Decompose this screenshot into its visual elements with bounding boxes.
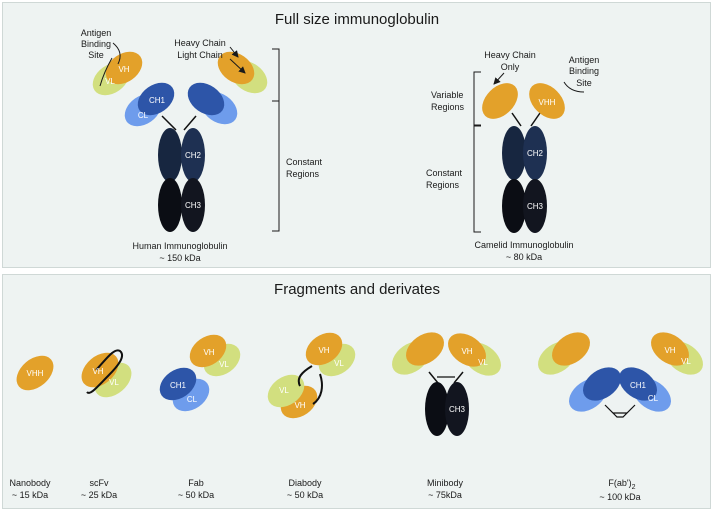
human-name: Human Immunoglobulin [132,241,227,251]
fragment-name: F(ab')2 [608,478,635,491]
fragment-weight: ~ 100 kDa [599,492,640,502]
vh-label: VH [461,347,472,356]
antigen-site-label: Antigen [569,55,600,65]
diabody-diagram: VH VL VL VH [267,332,356,419]
vl-label: VL [109,378,119,387]
ch3-label: CH3 [527,202,544,211]
constant-regions-label: Regions [426,180,460,190]
vh-label: VH [203,348,214,357]
antigen-site-pointer [99,42,121,87]
camelid-name: Camelid Immunoglobulin [474,240,573,250]
scfv-linker [86,349,124,394]
ch1-domain [137,82,175,116]
antigen-site-label: Binding [569,66,599,76]
antigen-site-pointer [563,81,585,93]
vl-label: VL [279,386,289,395]
fragment-weight: ~ 15 kDa [12,490,48,500]
antigen-site-label: Site [88,50,104,60]
fragment-weight: ~ 50 kDa [287,490,323,500]
vhh-domain [529,83,565,119]
ch1-label: CH1 [149,96,166,105]
vl-label: VL [334,359,344,368]
cl-label: CL [648,394,659,403]
ch3-domain [181,178,205,232]
ch2-domain [523,126,547,180]
ch3-domain [158,178,182,232]
fragment-weight: ~ 75kDa [428,490,462,500]
vl-label: VL [105,77,115,86]
vh-domain [217,51,255,85]
ch2-domain [181,128,205,182]
fragment-weight: ~ 25 kDa [81,490,117,500]
antigen-site-label: Antigen [81,28,112,38]
constant-bracket [272,100,280,232]
vh-label: VH [664,346,675,355]
ch2-label: CH2 [527,149,544,158]
camelid-immunoglobulin: VHH CH2 CH3 Heavy Chain Only Antigen Bin… [426,50,599,262]
camelid-weight: ~ 80 kDa [506,252,542,262]
ch2-domain [158,128,182,182]
heavy-chain-only-arrow [493,72,505,85]
constant-regions-label: Regions [286,169,320,179]
vl-label: VL [219,360,229,369]
variable-bracket [473,71,481,126]
ch3-label: CH3 [449,405,466,414]
vhh-domain [482,83,518,119]
diabody-linker [312,373,323,405]
ch1-label: CH1 [630,381,647,390]
constant-regions-label: Constant [286,157,323,167]
human-weight: ~ 150 kDa [159,253,200,263]
fab-diagram: VH VL CH1 CL [159,334,241,412]
vh-label: VH [118,65,129,74]
scfv-diagram: VH VL [81,349,132,398]
human-immunoglobulin: VH VL CH1 CL CH2 CH3 Antigen Binding Sit… [81,28,323,263]
ch2-domain [502,126,526,180]
full-size-panel [2,2,711,268]
full-size-title: Full size immunoglobulin [275,11,439,28]
fragment-name: Minibody [427,478,464,488]
ch1-domain [187,82,225,116]
vh-label: VH [294,401,305,410]
minibody-diagram: VH VL CH3 [392,332,501,436]
fragment-captions: Nanobody ~ 15 kDa scFv ~ 25 kDa Fab ~ 50… [9,478,640,502]
ch3-domain [502,179,526,233]
ch3-domain [523,179,547,233]
cl-label: CL [138,111,149,120]
heavy-chain-label: Heavy Chain [174,38,226,48]
vh-domain [105,51,143,85]
variable-bracket [272,48,280,102]
ch2-label: CH2 [185,151,202,160]
fragment-name: scFv [90,478,109,488]
antigen-site-label: Site [576,78,592,88]
nanobody-diagram: VHH [16,355,54,391]
cl-label: CL [187,395,198,404]
fragments-title: Fragments and derivates [274,281,440,298]
fragment-weight: ~ 50 kDa [178,490,214,500]
fab2-diagram: VH VL CH1 CL [538,332,703,418]
vhh-label: VHH [539,98,556,107]
ch1-label: CH1 [170,381,187,390]
light-chain-arrow [229,58,246,74]
vh-label: VH [318,346,329,355]
hinge-disulfide [604,404,636,418]
vl-label: VL [478,358,488,367]
vhh-label: VHH [27,369,44,378]
antigen-site-label: Binding [81,39,111,49]
diabody-linker [297,365,313,387]
heavy-chain-only-label: Heavy Chain [484,50,536,60]
variable-regions-label: Variable [431,90,463,100]
heavy-chain-only-label: Only [501,62,520,72]
constant-bracket [473,125,481,233]
light-chain-label: Light Chain [177,50,223,60]
ch3-label: CH3 [185,201,202,210]
vh-label: VH [92,367,103,376]
vl-label: VL [681,357,691,366]
constant-regions-label: Constant [426,168,463,178]
fragment-name: Nanobody [9,478,51,488]
fragment-name: Diabody [288,478,322,488]
variable-regions-label: Regions [431,102,465,112]
heavy-chain-arrow [229,46,239,58]
fragment-name: Fab [188,478,204,488]
